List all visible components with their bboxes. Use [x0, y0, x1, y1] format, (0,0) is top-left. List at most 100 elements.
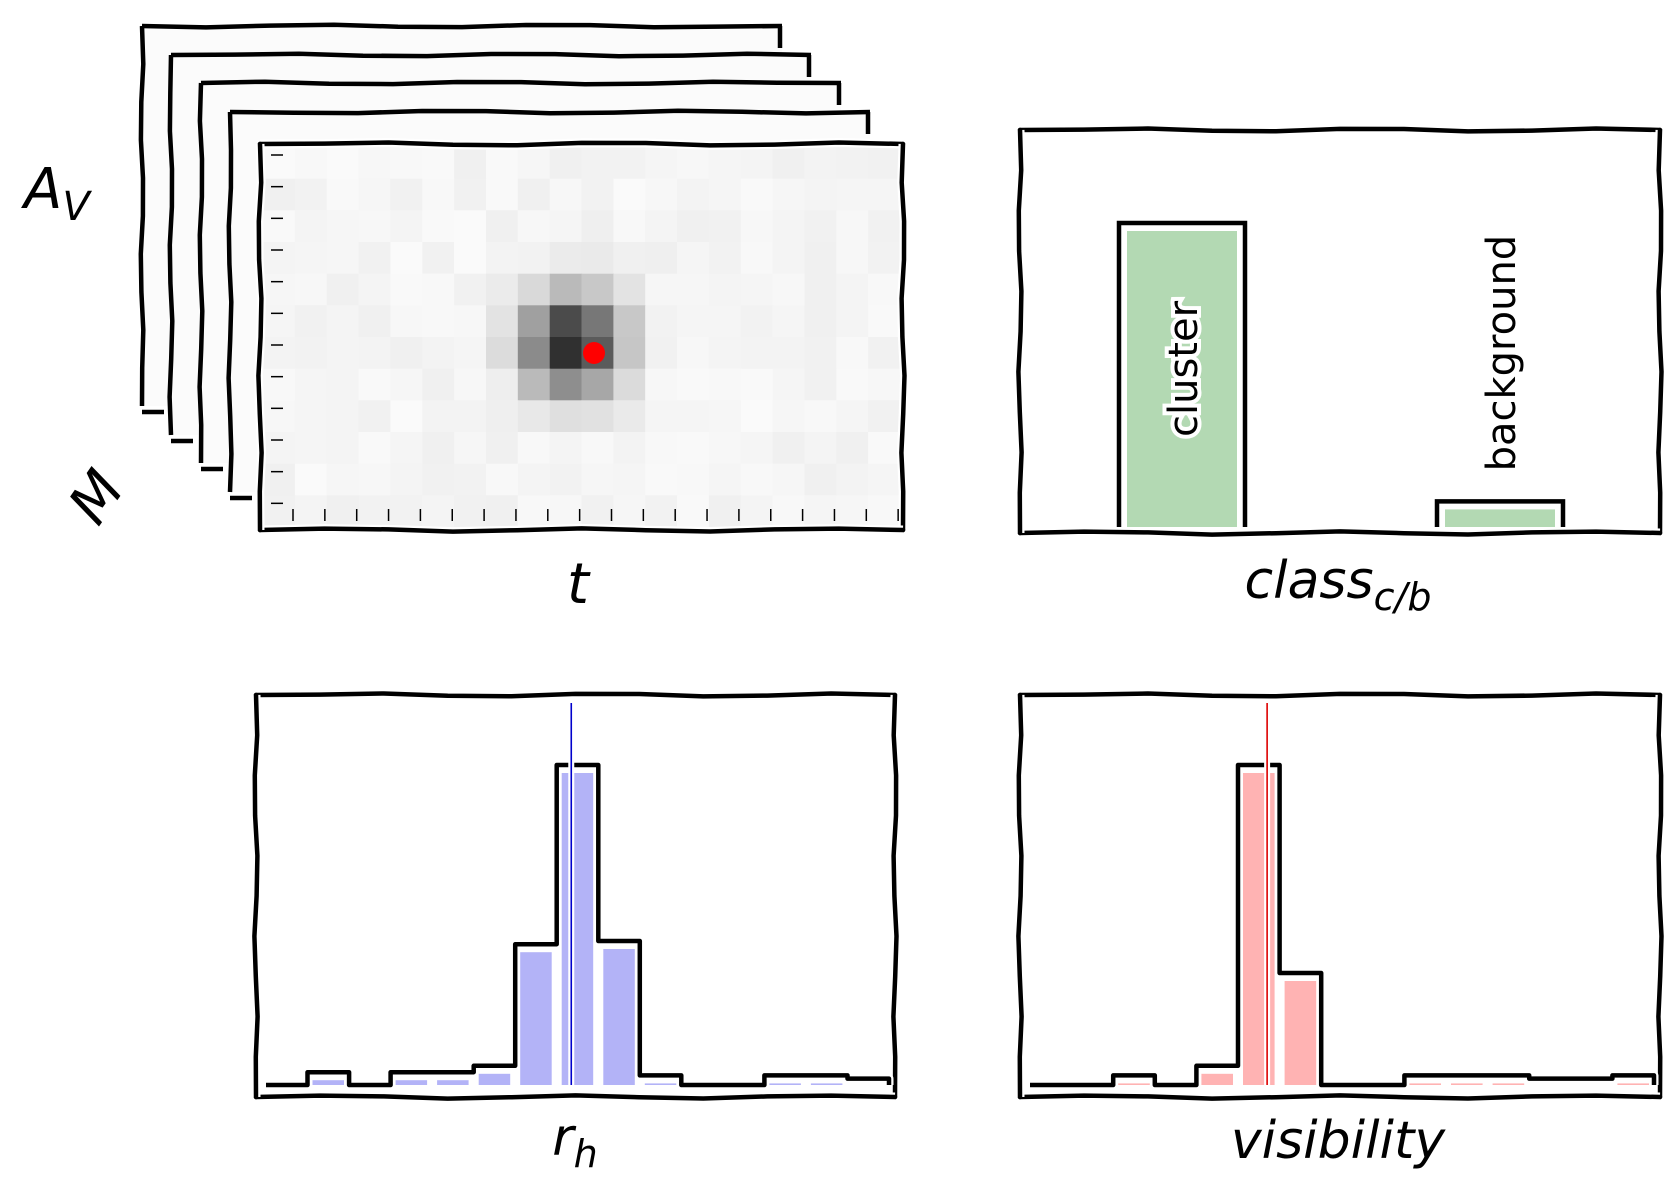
heatmap-cell [772, 463, 806, 496]
back-frame-top [200, 79, 842, 87]
class-frame-edge [1016, 127, 1024, 536]
heatmap-cell [677, 178, 710, 211]
heatmap-cell [645, 337, 678, 370]
heatmap-cell [645, 242, 678, 275]
heatmap-cell [549, 242, 583, 275]
heatmap-cell [422, 337, 455, 370]
heatmap-cell [390, 463, 423, 496]
heatmap-cell [613, 242, 646, 275]
heatmap-cell [868, 337, 901, 370]
heatmap-cell [358, 337, 392, 370]
heatmap-cell [263, 210, 296, 243]
heatmap-cell [294, 463, 328, 496]
visibility-panel: visibility [1013, 688, 1667, 1171]
heatmap-cell [263, 337, 296, 370]
heatmap-cell [677, 305, 710, 338]
rh-frame-edge [253, 1093, 898, 1101]
heatmap-cell [708, 400, 742, 433]
heatmap-cell [708, 178, 742, 211]
heatmap-cell [613, 210, 646, 243]
heatmap-cell [549, 432, 583, 465]
heatmap-cell [868, 147, 901, 180]
heatmap-cell [804, 210, 837, 243]
visibility-frame-edge [1017, 691, 1663, 699]
class-bar-outline [1434, 499, 1566, 527]
heatmap-cell [517, 305, 551, 338]
heatmap-cell [517, 147, 551, 180]
heatmap-cell [836, 178, 869, 211]
heatmap-cell [517, 368, 551, 401]
heatmap-cell [263, 305, 296, 338]
heatmap-cell [581, 178, 614, 211]
heatmap-cell [326, 368, 360, 401]
heatmap-cell [581, 305, 614, 338]
heatmap-cell [772, 242, 806, 275]
heatmap-cell [326, 305, 360, 338]
heatmap-cell [517, 242, 551, 275]
heatmap-cell [772, 147, 806, 180]
heatmap-cell [390, 337, 423, 370]
heatmap-cell [294, 432, 328, 465]
heatmap-cell [358, 463, 392, 496]
heatmap-stack-panel: AV M t [21, 22, 910, 617]
rh-histogram [266, 703, 894, 1090]
heatmap-cell [613, 305, 646, 338]
heatmap-cell [740, 305, 774, 338]
heatmap-cell [549, 463, 583, 496]
heatmap-cell [613, 495, 646, 528]
rh-frame-edge [253, 691, 898, 699]
rh-frame [249, 688, 902, 1104]
rh-bin-fill [810, 1083, 843, 1085]
rh-frame-edge [252, 692, 260, 1100]
heatmap-cell [263, 432, 296, 465]
heatmap-cell [772, 178, 806, 211]
back-frame-left [226, 111, 234, 493]
heatmap-cell [454, 147, 487, 180]
class-bar-label: background [1479, 235, 1525, 472]
visibility-bin-fill [1409, 1083, 1441, 1085]
heatmap-cell [740, 147, 774, 180]
heatmap-cell [708, 273, 742, 306]
heatmap-cell [740, 210, 774, 243]
heatmap-cell [263, 178, 296, 211]
heatmap-cell [804, 178, 837, 211]
heatmap-cell [390, 495, 423, 528]
heatmap-cell [677, 400, 710, 433]
heatmap-cell [836, 305, 869, 338]
heatmap-cell [868, 178, 901, 211]
heatmap-cell [740, 368, 774, 401]
heatmap-cell [263, 368, 296, 401]
heatmap-cell [486, 147, 519, 180]
back-frame-left [167, 54, 175, 436]
rh-bin-fill [603, 949, 635, 1085]
heatmap-cell [486, 242, 519, 275]
class-frame [1013, 123, 1667, 540]
heatmap-cell [358, 368, 392, 401]
stack-xlabel: t [567, 552, 591, 617]
heatmap-cell [486, 368, 519, 401]
heatmap-cell [390, 273, 423, 306]
heatmap-cell [326, 273, 360, 306]
heatmap-cell [581, 273, 614, 306]
heatmap-cell [645, 432, 678, 465]
heatmap-cell [517, 273, 551, 306]
heatmap-cell [294, 210, 328, 243]
rh-bin-fill [395, 1080, 428, 1085]
class-xlabel: classc/b [1245, 551, 1432, 619]
heatmap-cell [294, 273, 328, 306]
heatmap-cell [772, 210, 806, 243]
heatmap-cell [422, 432, 455, 465]
visibility-frame [1013, 688, 1667, 1104]
heatmap-cell [708, 432, 742, 465]
heatmap-cell [422, 178, 455, 211]
heatmap-cell [708, 337, 742, 370]
heatmap-cell [836, 210, 869, 243]
heatmap-cell [868, 368, 901, 401]
heatmap-cell [836, 242, 869, 275]
heatmap-cell [263, 463, 296, 496]
heatmap-cell [740, 273, 774, 306]
heatmap-cell [772, 432, 806, 465]
back-frame-left [138, 25, 146, 407]
heatmap-cell [581, 242, 614, 275]
heatmap-cell [422, 242, 455, 275]
